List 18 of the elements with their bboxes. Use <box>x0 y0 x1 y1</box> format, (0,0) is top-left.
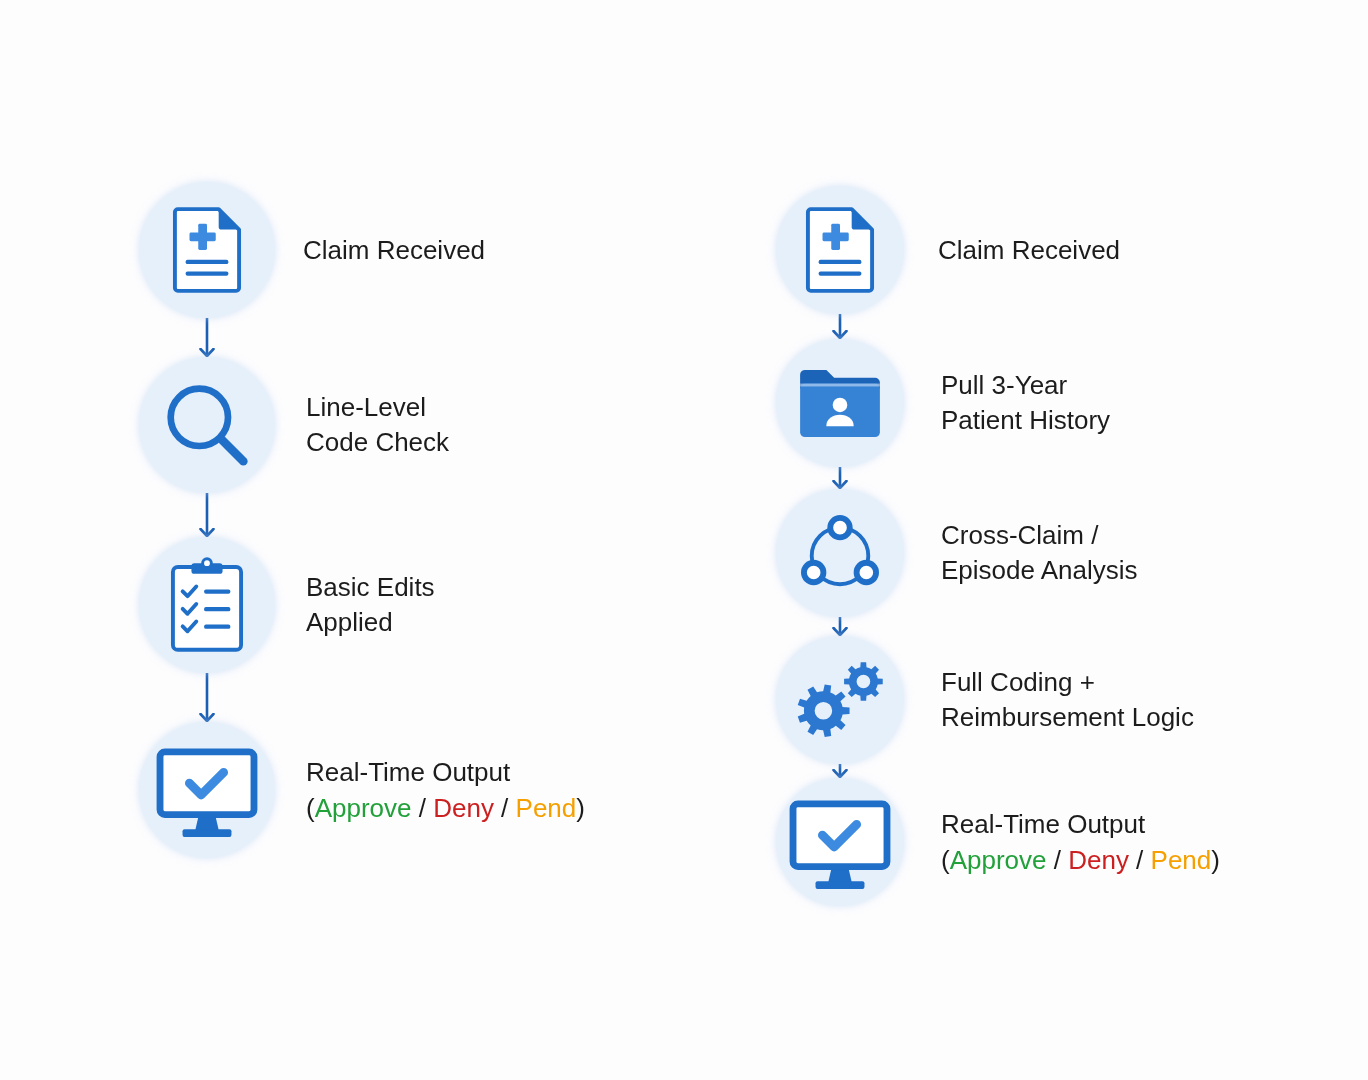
step-label: Line-Level Code Check <box>306 391 451 459</box>
step-label: Cross-Claim / Episode Analysis <box>941 519 1139 587</box>
step-label: Claim Received <box>303 233 486 267</box>
outcome-options: (Approve / Deny / Pend) <box>941 841 1220 878</box>
step-label: Pull 3-Year Patient History <box>941 369 1112 437</box>
outcome-options: (Approve / Deny / Pend) <box>306 789 585 826</box>
step-label: Real-Time Output <box>941 807 1147 841</box>
step-label: Basic Edits Applied <box>306 571 436 639</box>
arrow <box>199 673 215 723</box>
step-label: Claim Received <box>938 233 1121 267</box>
step-label: Full Coding + Reimbursement Logic <box>941 666 1195 734</box>
arrow <box>832 467 848 490</box>
arrow <box>199 318 215 358</box>
arrow <box>832 314 848 340</box>
arrow <box>832 764 848 779</box>
arrow <box>199 493 215 538</box>
step-label: Real-Time Output <box>306 755 512 789</box>
arrow <box>832 617 848 637</box>
